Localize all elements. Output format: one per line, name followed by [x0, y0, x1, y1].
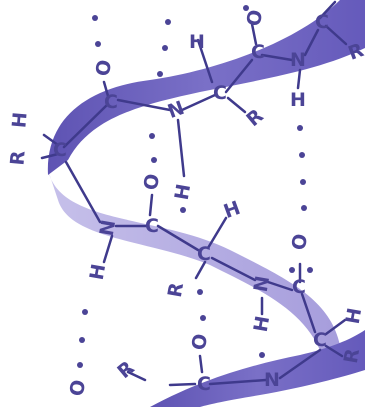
atom-r: R — [113, 357, 139, 383]
atom-n: N — [290, 49, 306, 71]
helix-ribbon-front-lower — [150, 330, 365, 407]
atom-r: R — [345, 39, 365, 65]
atom-o: O — [243, 8, 267, 28]
atom-r: R — [164, 281, 188, 300]
atom-o: O — [188, 332, 212, 352]
atom-n: N — [264, 369, 280, 391]
atom-n: N — [96, 218, 120, 237]
atom-h: H — [250, 314, 274, 333]
atom-c: C — [104, 91, 118, 113]
atom-o: O — [92, 58, 116, 78]
atom-c: C — [197, 373, 211, 395]
atom-h: H — [189, 31, 205, 53]
atom-r: R — [6, 149, 29, 166]
covalent-bonds — [40, 0, 348, 387]
atom-c: C — [292, 276, 306, 298]
atom-n: N — [250, 274, 274, 293]
atom-h: H — [86, 262, 110, 281]
helix-ribbon-back — [48, 170, 340, 355]
atom-c: C — [53, 139, 67, 161]
atom-c: C — [251, 41, 265, 63]
atom-c: C — [145, 215, 159, 237]
helix-ribbon-front-upper — [47, 0, 365, 175]
atom-c: C — [213, 82, 227, 104]
atom-o: O — [66, 378, 90, 398]
atom-c: C — [197, 243, 211, 265]
atom-h: H — [221, 197, 243, 223]
atom-c: C — [313, 329, 327, 351]
atom-c: C — [315, 11, 329, 33]
atom-r: R — [242, 105, 268, 131]
atom-o: O — [140, 172, 164, 192]
atom-n: N — [165, 97, 187, 123]
atom-h: H — [8, 111, 31, 129]
atom-o: O — [288, 232, 312, 252]
atom-r: R — [340, 347, 364, 366]
hydrogen-bond-dots — [77, 5, 313, 368]
atom-h: H — [290, 89, 306, 111]
atom-h: H — [171, 182, 195, 201]
atom-h: H — [342, 306, 365, 325]
